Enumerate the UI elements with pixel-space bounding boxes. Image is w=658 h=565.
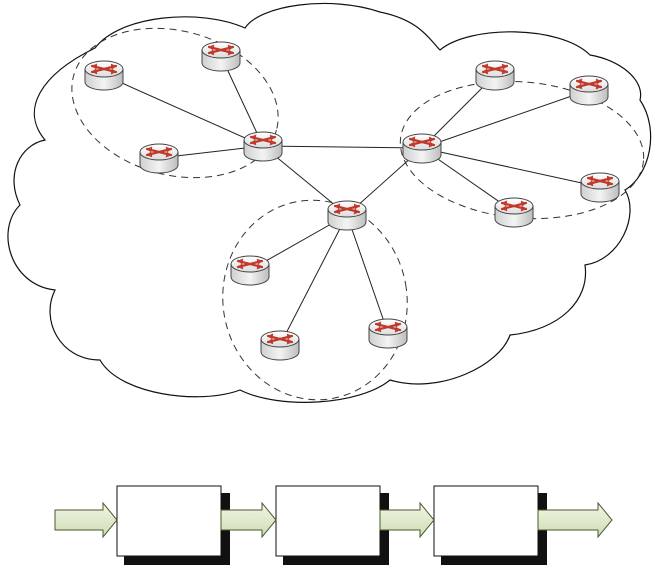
router-icon — [403, 134, 441, 163]
router-icon — [570, 76, 608, 105]
router-icon — [495, 198, 533, 227]
stage-3-box — [434, 486, 538, 556]
router-icon — [581, 173, 619, 202]
pipeline — [55, 486, 612, 565]
router-icon — [140, 144, 178, 173]
router-icon — [244, 132, 282, 161]
router-icon — [231, 256, 269, 285]
router-icon — [369, 319, 407, 348]
router-icon — [202, 42, 240, 71]
router-icon — [476, 61, 514, 90]
output-arrow — [538, 503, 612, 537]
input-arrow — [55, 503, 117, 537]
router-icon — [328, 201, 366, 230]
router-icon — [261, 331, 299, 360]
router-icon — [85, 61, 123, 90]
stage-2-box — [276, 486, 380, 556]
stage-1-box — [117, 486, 221, 556]
